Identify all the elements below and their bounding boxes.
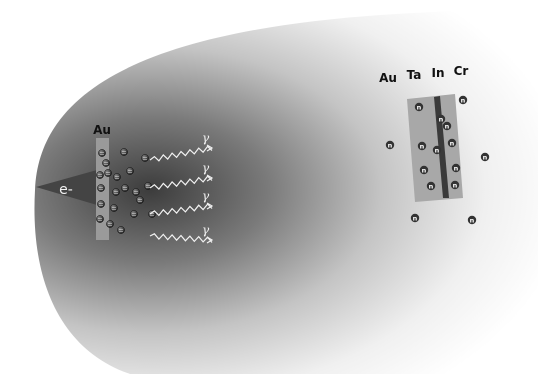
neutron-label: n	[417, 103, 422, 111]
neutron	[458, 95, 468, 105]
converter-particle	[136, 196, 144, 204]
converter-particle-mark	[98, 218, 102, 221]
converter-particle-mark	[123, 187, 127, 190]
converter-particle-mark	[112, 207, 116, 210]
electron-beam-cone	[36, 170, 97, 205]
converter-particle-mark	[143, 157, 147, 160]
neutron-label: n	[439, 115, 444, 123]
neutron-label: n	[422, 166, 427, 174]
converter-particle	[110, 204, 118, 212]
converter-particle	[113, 173, 121, 181]
neutron	[450, 180, 460, 190]
converter-particle-mark	[134, 191, 138, 194]
neutron-label: n	[435, 146, 440, 154]
converter-particle-mark	[128, 170, 132, 173]
converter-particle	[141, 154, 149, 162]
neutron	[442, 121, 452, 131]
neutron	[480, 152, 490, 162]
gamma-label: γ	[202, 189, 210, 203]
layer-label-in: In	[431, 66, 444, 80]
neutron-label: n	[429, 182, 434, 190]
neutron	[447, 138, 457, 148]
converter-particle-mark	[106, 172, 110, 175]
neutron-label: n	[470, 216, 475, 224]
converter-label: Au	[93, 123, 111, 137]
neutron	[385, 140, 395, 150]
converter-particle	[98, 149, 106, 157]
neutron-label: n	[454, 164, 459, 172]
neutron	[436, 114, 446, 124]
converter-particle-mark	[122, 151, 126, 154]
converter-particle	[97, 200, 105, 208]
gamma-ray-arrowhead	[206, 236, 214, 244]
neutron-label: n	[420, 142, 425, 150]
converter-particle	[132, 188, 140, 196]
neutron-label: n	[413, 214, 418, 222]
converter-particle	[96, 171, 104, 179]
gamma-ray-line	[149, 233, 213, 243]
neutron	[410, 213, 420, 223]
neutron	[451, 163, 461, 173]
gamma-ray-arrowhead	[206, 174, 214, 182]
neutron-label: n	[461, 96, 466, 104]
converter-particle	[126, 167, 134, 175]
neutron	[426, 181, 436, 191]
converter-particle-mark	[132, 213, 136, 216]
neutron	[419, 165, 429, 175]
gamma-ray-arrowhead	[206, 202, 214, 210]
gamma-label: γ	[202, 131, 210, 145]
layer-label-au: Au	[379, 71, 397, 85]
neutron-label: n	[388, 141, 393, 149]
neutron-label: n	[450, 139, 455, 147]
gamma-label: γ	[202, 161, 210, 175]
converter-particle	[120, 148, 128, 156]
converter-particle-mark	[138, 199, 142, 202]
converter-particle	[104, 169, 112, 177]
gamma-label: γ	[202, 223, 210, 237]
converter-particle-mark	[98, 174, 102, 177]
layer-label-ta: Ta	[407, 68, 422, 82]
gamma-ray-line	[149, 145, 213, 162]
neutron-label: n	[445, 122, 450, 130]
converter-particle-mark	[100, 152, 104, 155]
converter-particle-mark	[99, 203, 103, 206]
beam-label: e-	[59, 182, 73, 198]
neutron	[467, 215, 477, 225]
converter-particle	[144, 182, 152, 190]
converter-particles	[96, 148, 156, 234]
layer-label-cr: Cr	[454, 64, 469, 78]
converter-particle-mark	[146, 185, 150, 188]
converter-particle	[117, 226, 125, 234]
neutron	[417, 141, 427, 151]
converter-particle	[130, 210, 138, 218]
converter-particle-mark	[114, 191, 118, 194]
neutron-label: n	[483, 153, 488, 161]
gamma-ray-line	[149, 175, 213, 190]
converter-particle	[106, 220, 114, 228]
target-layer-labels: Au Ta In Cr	[379, 64, 468, 85]
converter-particle	[102, 159, 110, 167]
converter-particle	[121, 184, 129, 192]
converter-particle	[112, 188, 120, 196]
neutron	[414, 102, 424, 112]
converter-particle-mark	[115, 176, 119, 179]
neutron	[432, 145, 442, 155]
converter-particle	[96, 215, 104, 223]
converter-particle	[97, 184, 105, 192]
gamma-ray-line	[149, 203, 213, 217]
converter-particle-mark	[99, 187, 103, 190]
converter-particle-mark	[104, 162, 108, 165]
converter-particle-mark	[119, 229, 123, 232]
gamma-ray-arrowhead	[206, 144, 214, 152]
neutron-label: n	[453, 181, 458, 189]
converter-particle-mark	[108, 223, 112, 226]
